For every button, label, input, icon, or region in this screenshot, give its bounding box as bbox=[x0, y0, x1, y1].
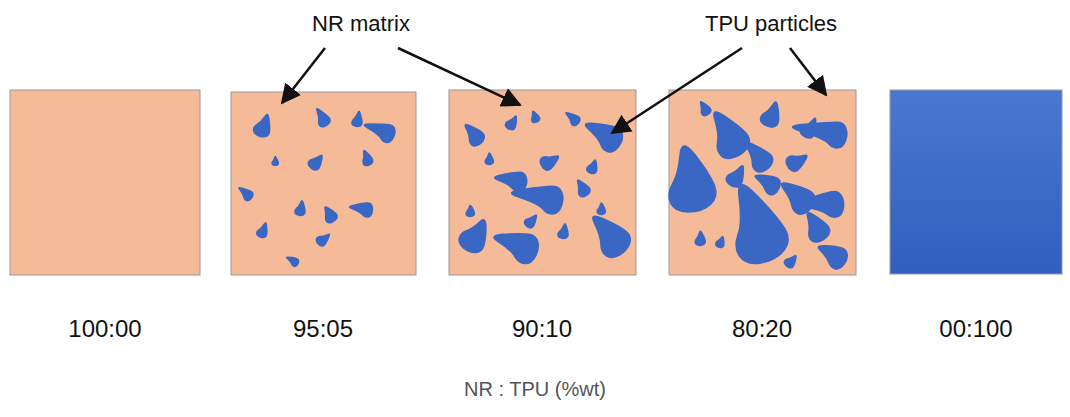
tpu-particle bbox=[596, 202, 606, 215]
tpu-particle bbox=[531, 111, 541, 124]
ratio-label: 80:20 bbox=[732, 316, 792, 342]
tpu-particle bbox=[785, 155, 807, 173]
leader-line bbox=[398, 48, 520, 105]
tpu-particle bbox=[806, 212, 830, 243]
tpu-particle bbox=[668, 145, 716, 212]
tpu-particle bbox=[713, 111, 750, 159]
tpu-particle bbox=[585, 122, 623, 152]
tpu-particle bbox=[308, 155, 323, 171]
tpu-particle bbox=[818, 245, 848, 270]
pure-tpu-square bbox=[890, 90, 1062, 274]
tpu-particle bbox=[505, 115, 517, 130]
tpu-particle bbox=[715, 236, 725, 249]
tpu-particle bbox=[351, 110, 363, 127]
tpu-particle bbox=[524, 214, 538, 228]
tpu-particle bbox=[760, 101, 780, 127]
ratio-label: 100:00 bbox=[68, 316, 141, 342]
tpu-particle bbox=[458, 219, 486, 253]
tpu-particle bbox=[511, 185, 564, 214]
tpu-particle bbox=[294, 200, 306, 216]
pure-nr-square bbox=[10, 90, 200, 275]
tpu-particle bbox=[362, 150, 373, 167]
tpu-particle bbox=[745, 142, 773, 173]
tpu-particle bbox=[586, 159, 598, 174]
tpu-particle bbox=[253, 114, 271, 138]
tpu-particle bbox=[592, 215, 631, 258]
tpu-particle bbox=[349, 202, 373, 218]
tpu-particle bbox=[694, 231, 706, 247]
tpu-particle bbox=[796, 191, 844, 218]
tpu-particle bbox=[540, 155, 560, 171]
tpu-particle bbox=[271, 156, 279, 166]
tpu-particle bbox=[754, 174, 780, 195]
ratio-label: 95:05 bbox=[293, 316, 353, 342]
tpu-particle bbox=[484, 152, 494, 165]
blend-square bbox=[449, 90, 636, 275]
tpu-particle bbox=[238, 187, 253, 201]
tpu-particle bbox=[735, 184, 789, 265]
tpu-particle bbox=[784, 255, 797, 269]
tpu-particle bbox=[565, 112, 580, 126]
leader-line bbox=[282, 48, 325, 103]
tpu-particle bbox=[256, 222, 268, 238]
tpu-particle bbox=[286, 257, 300, 268]
axis-caption: NR : TPU (%wt) bbox=[464, 378, 606, 400]
tpu-particle bbox=[316, 233, 331, 246]
tpu-particle bbox=[324, 206, 338, 223]
tpu-particle bbox=[465, 205, 475, 217]
callout-label: TPU particles bbox=[705, 12, 837, 36]
tpu-particle bbox=[316, 108, 331, 127]
blend-square bbox=[231, 92, 416, 275]
callout-label: NR matrix bbox=[312, 12, 410, 36]
tpu-particle bbox=[700, 101, 712, 116]
blend-square bbox=[669, 90, 856, 275]
tpu-particle bbox=[557, 223, 569, 239]
tpu-particle bbox=[577, 179, 591, 197]
tpu-particle bbox=[464, 124, 485, 147]
ratio-label: 90:10 bbox=[512, 316, 572, 342]
leader-line bbox=[790, 48, 826, 95]
leader-line bbox=[612, 48, 742, 133]
tpu-particle bbox=[792, 121, 848, 148]
tpu-particle bbox=[364, 123, 396, 143]
tpu-particle bbox=[493, 233, 539, 264]
ratio-label: 00:100 bbox=[939, 316, 1012, 342]
